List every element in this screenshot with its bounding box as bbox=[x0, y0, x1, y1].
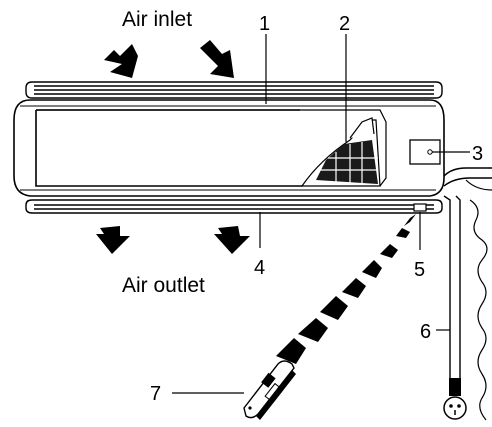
air-filter bbox=[300, 117, 381, 187]
callout-6: 6 bbox=[420, 321, 431, 343]
leader-lines bbox=[172, 34, 470, 394]
signal-receiver bbox=[413, 203, 427, 212]
callout-7: 7 bbox=[150, 383, 161, 405]
callout-1: 1 bbox=[259, 13, 270, 35]
plug-icon bbox=[443, 378, 467, 420]
arrow-down-icon bbox=[214, 226, 250, 254]
top-grille bbox=[25, 81, 443, 99]
callout-3: 3 bbox=[472, 143, 483, 165]
callout-2: 2 bbox=[339, 13, 350, 35]
remote-control-icon bbox=[243, 360, 296, 420]
bottom-louver bbox=[25, 199, 443, 214]
arrow-down-icon bbox=[104, 44, 138, 78]
air-outlet-label: Air outlet bbox=[122, 274, 205, 297]
callout-4: 4 bbox=[254, 257, 265, 279]
indoor-unit-body bbox=[13, 99, 445, 197]
signal-beam-icon bbox=[276, 214, 416, 364]
piping bbox=[443, 167, 492, 421]
power-cord bbox=[443, 195, 461, 380]
arrow-down-icon bbox=[96, 226, 130, 254]
callout-5: 5 bbox=[414, 259, 425, 281]
arrow-down-icon bbox=[200, 40, 234, 78]
air-inlet-label: Air inlet bbox=[122, 8, 192, 31]
